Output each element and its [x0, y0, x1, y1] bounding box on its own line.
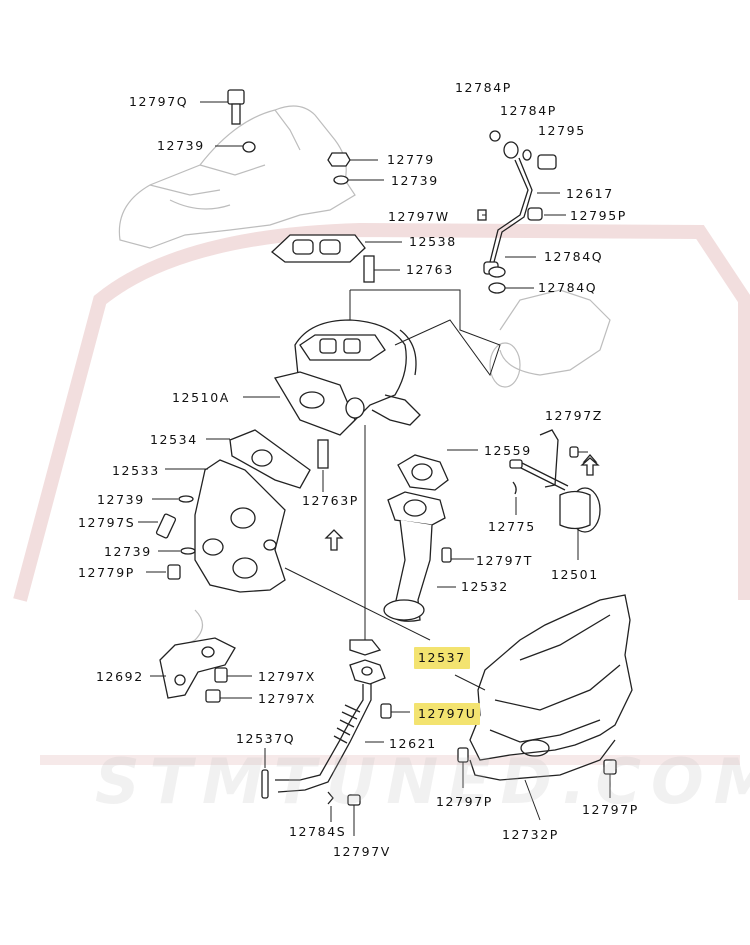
gasket-12534: [206, 429, 311, 489]
nut-12739-a: [242, 141, 256, 153]
part-label-12534: 12534: [150, 432, 198, 447]
wastegate-actuator-12501: [509, 429, 601, 560]
downpipe-12532: [383, 491, 456, 622]
clip-12784S: [327, 791, 334, 805]
part-label-12797u: 12797U: [418, 706, 477, 721]
stud-12763P: [317, 439, 329, 469]
part-label-12797s: 12797S: [78, 515, 136, 530]
part-label-12784p: 12784P: [455, 80, 512, 95]
part-label-12739: 12739: [104, 544, 152, 559]
part-label-12779p: 12779P: [78, 565, 135, 580]
heat-shield-12732P: [469, 594, 633, 821]
part-label-12795: 12795: [538, 123, 586, 138]
watermark: STMTUNED.COM: [95, 745, 750, 818]
bolt-12779P: [167, 564, 181, 580]
bolt-12797T: [441, 547, 452, 563]
car-outline-ghost: [13, 222, 750, 602]
part-label-12775: 12775: [488, 519, 536, 534]
bolt-12797X-a: [214, 667, 228, 683]
part-label-12797w: 12797W: [388, 209, 450, 224]
gasket-12537: [349, 639, 382, 656]
stud-12763: [363, 255, 375, 283]
turbocharger-12510A: [243, 289, 501, 436]
gasket-12559: [397, 449, 478, 491]
part-label-12797x: 12797X: [258, 691, 316, 706]
bolt-12797S: [155, 513, 177, 539]
turbine-elbow-12533: [165, 459, 431, 641]
part-label-12732p: 12732P: [502, 827, 559, 842]
part-label-12784q: 12784Q: [538, 280, 598, 295]
highlight-12537: [414, 647, 470, 669]
part-label-12784s: 12784S: [289, 824, 347, 839]
part-label-12763: 12763: [406, 262, 454, 277]
part-label-12533: 12533: [112, 463, 160, 478]
engine-block-ghost: [499, 289, 611, 376]
direction-arrow-b: [580, 457, 600, 476]
part-label-12537q: 12537Q: [236, 731, 296, 746]
bolt-12797Q: [200, 89, 245, 125]
gasket-12537Q: [261, 769, 269, 799]
washer-12739-c: [178, 495, 194, 503]
part-label-12532: 12532: [461, 579, 509, 594]
bolt-12797U: [380, 703, 392, 719]
part-label-12739: 12739: [157, 138, 205, 153]
part-label-12739: 12739: [391, 173, 439, 188]
part-label-12797v: 12797V: [333, 844, 391, 859]
part-label-12763p: 12763P: [302, 493, 359, 508]
highlight-12797u: [414, 703, 480, 725]
clip-12775: [512, 481, 517, 495]
water-pipe-12621: [275, 659, 386, 793]
part-label-12537: 12537: [418, 650, 466, 665]
part-label-12617: 12617: [566, 186, 614, 201]
part-label-12779: 12779: [387, 152, 435, 167]
nut-12779: [327, 152, 351, 167]
part-label-12797t: 12797T: [476, 553, 533, 568]
part-label-12501: 12501: [551, 567, 599, 582]
part-label-12795p: 12795P: [570, 208, 627, 223]
part-label-12510a: 12510A: [172, 390, 230, 405]
part-label-12797q: 12797Q: [129, 94, 189, 109]
part-label-12797p: 12797P: [582, 802, 639, 817]
direction-arrow-a: [324, 529, 344, 551]
part-label-12797p: 12797P: [436, 794, 493, 809]
part-label-12621: 12621: [389, 736, 437, 751]
bracket-12692: [150, 637, 236, 699]
part-label-12797x: 12797X: [258, 669, 316, 684]
part-label-12559: 12559: [484, 443, 532, 458]
bolt-12797X-b: [205, 689, 221, 703]
washer-12739-b: [333, 175, 349, 185]
part-label-12739: 12739: [97, 492, 145, 507]
washer-12739-d: [180, 547, 196, 555]
part-label-12692: 12692: [96, 669, 144, 684]
oil-line-12617: [477, 130, 566, 294]
part-label-12797z: 12797Z: [545, 408, 603, 423]
part-label-12784q: 12784Q: [544, 249, 604, 264]
part-label-12784p: 12784P: [500, 103, 557, 118]
gasket-12538: [270, 234, 402, 263]
part-label-12538: 12538: [409, 234, 457, 249]
